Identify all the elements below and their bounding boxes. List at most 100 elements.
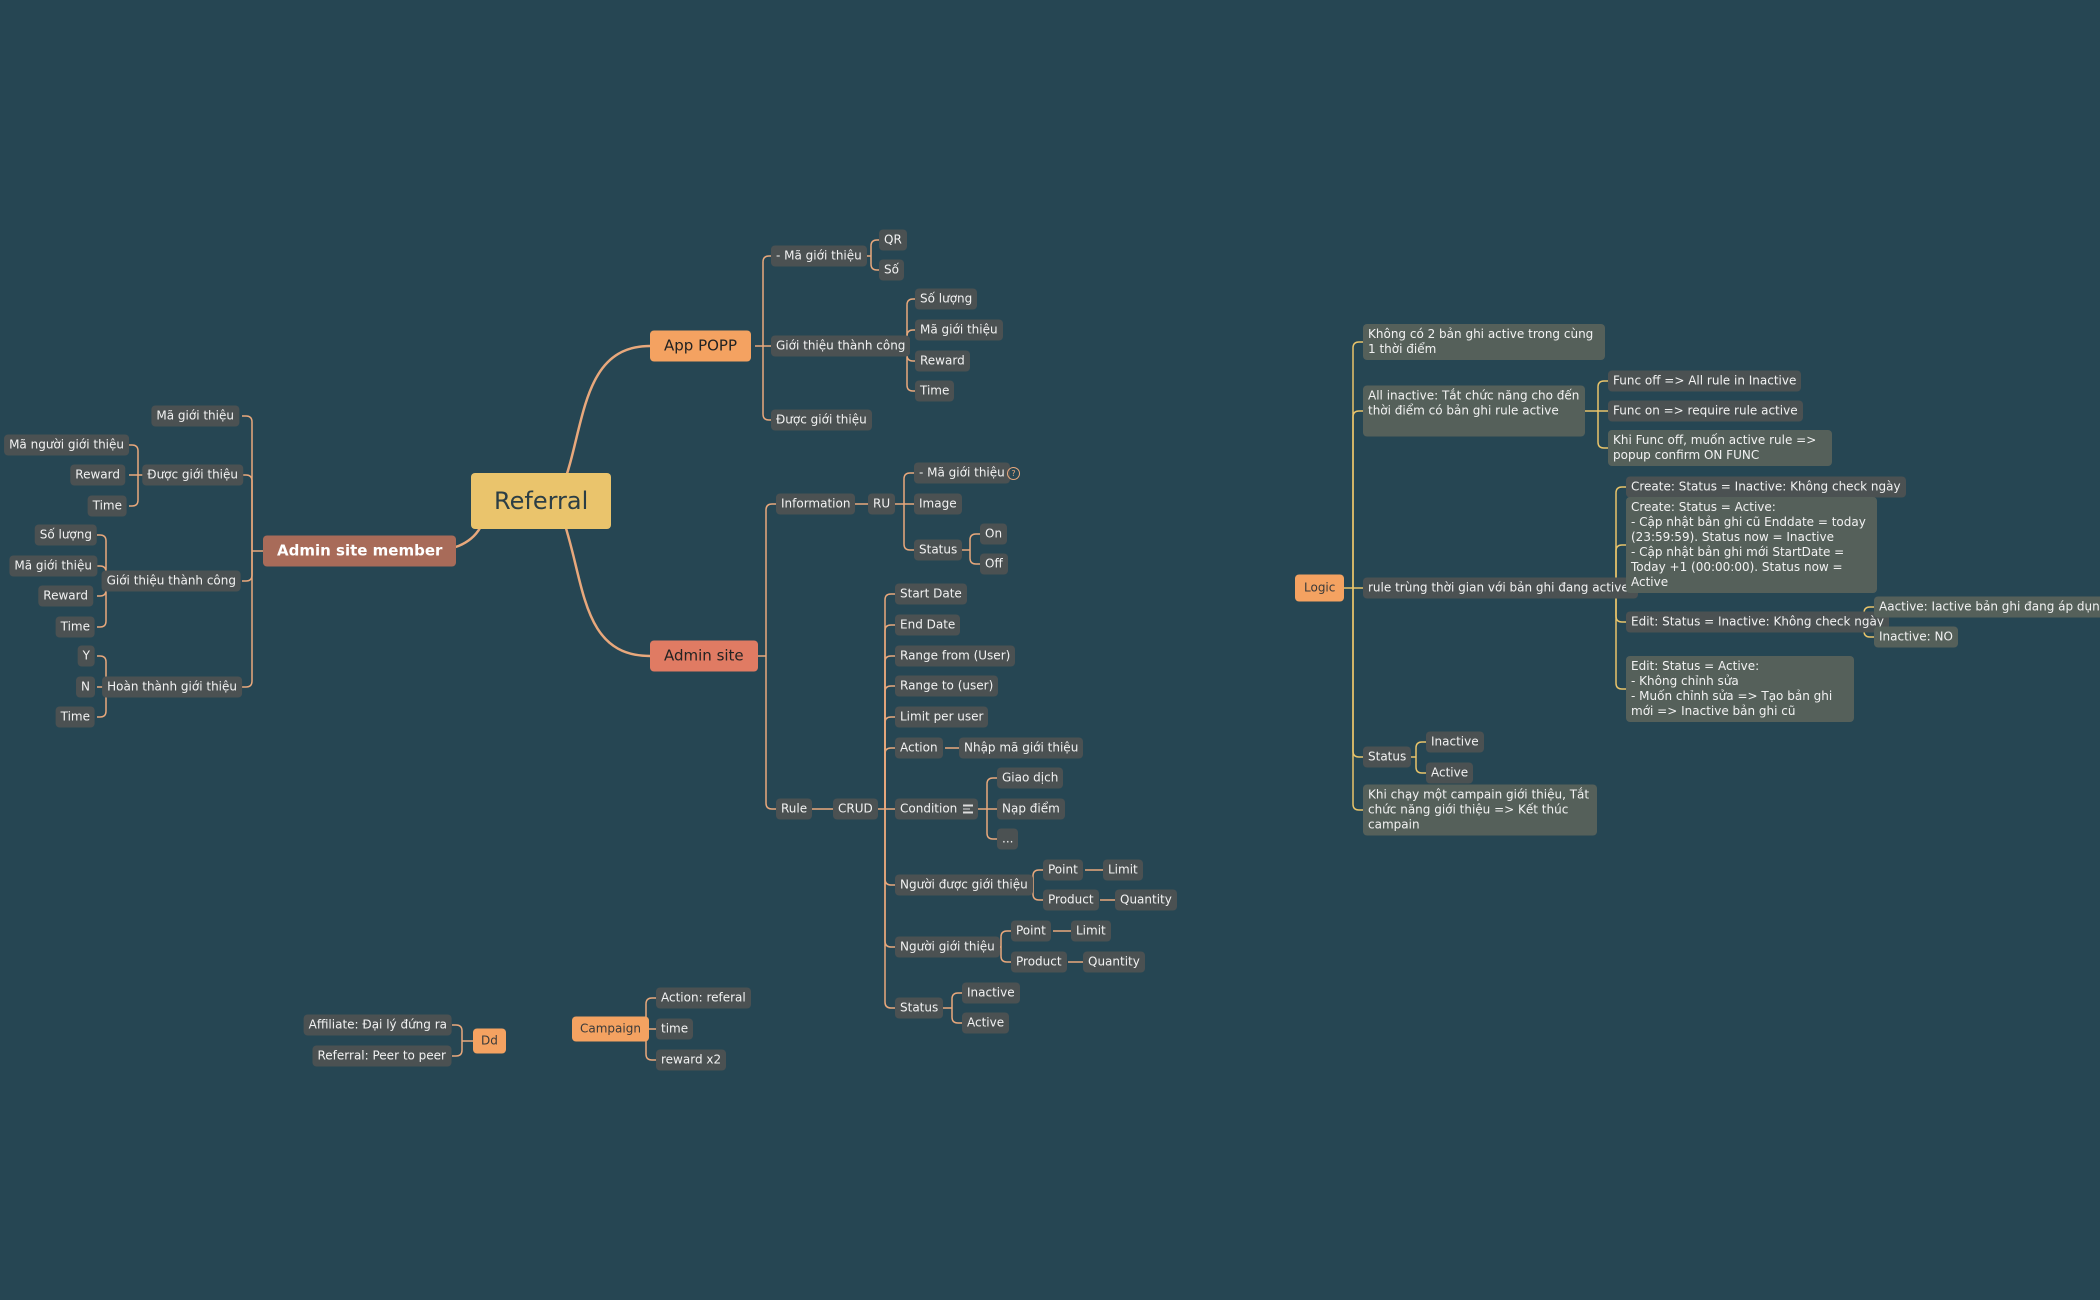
app-popp-node[interactable]: App POPP (650, 330, 752, 362)
ngt-product[interactable]: Product (1011, 951, 1067, 973)
admin-ru-image[interactable]: Image (914, 493, 962, 515)
root-app-line (560, 344, 651, 489)
logic-edit-inactive[interactable]: Edit: Status = Inactive: Không check ngà… (1626, 611, 1889, 633)
member-gttc-so-luong[interactable]: Số lượng (34, 524, 97, 546)
admin-site-node[interactable]: Admin site (650, 640, 758, 672)
condition-branches-branch-0 (986, 777, 997, 809)
ndgt-limit[interactable]: Limit (1103, 859, 1143, 881)
condition-nap-diem[interactable]: Nạp điểm (997, 798, 1065, 820)
root-node[interactable]: Referral (471, 473, 612, 529)
app-ma-so[interactable]: Số (879, 259, 904, 281)
campaign-node[interactable]: Campaign (572, 1016, 649, 1042)
admin-member-node[interactable]: Admin site member (263, 535, 457, 567)
member-dgt-reward[interactable]: Reward (70, 464, 125, 486)
crud-start-date[interactable]: Start Date (895, 583, 967, 605)
app-gttc-branches-branch-0 (906, 298, 915, 346)
member-dgt-time[interactable]: Time (87, 495, 127, 517)
logic-func-on[interactable]: Func on => require rule active (1608, 400, 1803, 422)
crud-limit-per-user[interactable]: Limit per user (895, 706, 989, 728)
member-ht-y[interactable]: Y (77, 645, 95, 667)
app-gttc-time[interactable]: Time (915, 380, 955, 402)
admin-information[interactable]: Information (776, 493, 856, 515)
member-ma-gioi-thieu[interactable]: Mã giới thiệu (151, 405, 239, 427)
crud-action[interactable]: Action (895, 737, 943, 759)
crud-nguoi-duoc-gioi-thieu[interactable]: Người được giới thiệu (895, 874, 1033, 896)
crud-status-active[interactable]: Active (962, 1012, 1010, 1034)
crud-range-from[interactable]: Range from (User) (895, 645, 1016, 667)
ngt-quantity[interactable]: Quantity (1083, 951, 1145, 973)
logic-no-two-active[interactable]: Không có 2 bản ghi active trong cùng 1 t… (1363, 324, 1605, 360)
dd-referral[interactable]: Referral: Peer to peer (312, 1045, 451, 1067)
admin-ru-ma[interactable]: - Mã giới thiệu (914, 462, 1010, 484)
admin-ru-status-on[interactable]: On (980, 523, 1008, 545)
ndgt-quantity[interactable]: Quantity (1115, 889, 1177, 911)
ru-branches-branch-0 (903, 472, 914, 504)
logic-func-off-popup[interactable]: Khi Func off, muốn active rule => popup … (1608, 430, 1832, 466)
app-ma-qr[interactable]: QR (879, 229, 907, 251)
dd-node[interactable]: Dd (473, 1028, 506, 1054)
ndgt-product[interactable]: Product (1043, 889, 1099, 911)
member-gioi-thieu-thanh-cong[interactable]: Giới thiệu thành công (101, 570, 241, 592)
logic-branches-branch-1 (1352, 410, 1363, 588)
campaign-time[interactable]: time (656, 1018, 694, 1040)
member-gttc-branches-branch-3 (97, 581, 107, 628)
dd-affiliate[interactable]: Affiliate: Đại lý đứng ra (303, 1014, 452, 1036)
logic-func-off[interactable]: Func off => All rule in Inactive (1608, 370, 1802, 392)
ngt-limit[interactable]: Limit (1071, 920, 1111, 942)
ru-status-branches-branch-0 (969, 533, 980, 550)
admin-ru[interactable]: RU (868, 493, 896, 515)
member-gttc-time[interactable]: Time (55, 616, 95, 638)
admin-ru-status-off[interactable]: Off (980, 553, 1008, 575)
campaign-action[interactable]: Action: referal (656, 987, 751, 1009)
crud-branches-branch-4 (884, 716, 895, 809)
help-icon[interactable]: ? (1007, 467, 1020, 480)
logic-campaign-note[interactable]: Khi chạy một campain giới thiệu, Tắt chứ… (1363, 784, 1597, 836)
crud-status-inactive[interactable]: Inactive (962, 982, 1020, 1004)
app-gttc-ma[interactable]: Mã giới thiệu (915, 319, 1003, 341)
crud-range-to[interactable]: Range to (user) (895, 675, 999, 697)
member-hoan-thanh[interactable]: Hoàn thành giới thiệu (102, 676, 242, 698)
logic-edit-active[interactable]: Edit: Status = Active: - Không chỉnh sửa… (1626, 656, 1854, 722)
member-dgt-ma-nguoi[interactable]: Mã người giới thiệu (4, 434, 129, 456)
app-gioi-thieu-thanh-cong[interactable]: Giới thiệu thành công (771, 335, 911, 357)
member-duoc-gioi-thieu[interactable]: Được giới thiệu (142, 464, 243, 486)
ngt-branches-branch-0 (1000, 930, 1011, 947)
app-duoc-gioi-thieu[interactable]: Được giới thiệu (771, 409, 872, 431)
logic-create-active[interactable]: Create: Status = Active: - Cập nhật bản … (1626, 497, 1877, 593)
app-gttc-so-luong[interactable]: Số lượng (915, 288, 978, 310)
crud-condition[interactable]: Condition (895, 798, 979, 820)
app-gttc-reward[interactable]: Reward (915, 350, 970, 372)
condition-giao-dich[interactable]: Giao dịch (997, 767, 1064, 789)
admin-branches-branch-0 (765, 503, 776, 656)
admin-ru-status[interactable]: Status (914, 539, 963, 561)
logic-status-branches-branch-1 (1415, 757, 1426, 774)
logic-rule-trung[interactable]: rule trùng thời gian với bản ghi đang ac… (1363, 577, 1638, 599)
logic-edit-inactive-no[interactable]: Inactive: NO (1874, 626, 1958, 648)
crud-nguoi-gioi-thieu[interactable]: Người giới thiệu (895, 936, 1000, 958)
logic-edit-inactive-aactive[interactable]: Aactive: Iactive bản ghi đang áp dụng (1874, 596, 2100, 618)
logic-all-inactive[interactable]: All inactive: Tắt chức năng cho đến thời… (1363, 385, 1585, 437)
logic-status-active[interactable]: Active (1426, 762, 1474, 784)
admin-crud[interactable]: CRUD (833, 798, 878, 820)
member-ht-branches-branch-2 (97, 687, 107, 718)
campaign-reward[interactable]: reward x2 (656, 1049, 727, 1071)
ndgt-point[interactable]: Point (1043, 859, 1083, 881)
app-gttc-branches-branch-3 (906, 346, 915, 392)
logic-node[interactable]: Logic (1295, 574, 1345, 602)
ngt-point[interactable]: Point (1011, 920, 1051, 942)
admin-rule[interactable]: Rule (776, 798, 813, 820)
logic-status-inactive[interactable]: Inactive (1426, 731, 1484, 753)
app-ma-gioi-thieu[interactable]: - Mã giới thiệu (771, 245, 867, 267)
crud-action-nhap-ma[interactable]: Nhập mã giới thiệu (959, 737, 1084, 759)
crud-branches-branch-7 (884, 809, 895, 886)
member-gttc-ma[interactable]: Mã giới thiệu (9, 555, 97, 577)
member-gttc-reward[interactable]: Reward (38, 585, 93, 607)
member-ht-time[interactable]: Time (55, 706, 95, 728)
logic-n3-branches-branch-0 (1615, 486, 1626, 588)
logic-status[interactable]: Status (1363, 746, 1412, 768)
condition-more[interactable]: ... (997, 828, 1019, 850)
crud-end-date[interactable]: End Date (895, 614, 961, 636)
member-ht-n[interactable]: N (76, 676, 95, 698)
crud-status[interactable]: Status (895, 997, 944, 1019)
logic-create-inactive[interactable]: Create: Status = Inactive: Không check n… (1626, 476, 1906, 498)
